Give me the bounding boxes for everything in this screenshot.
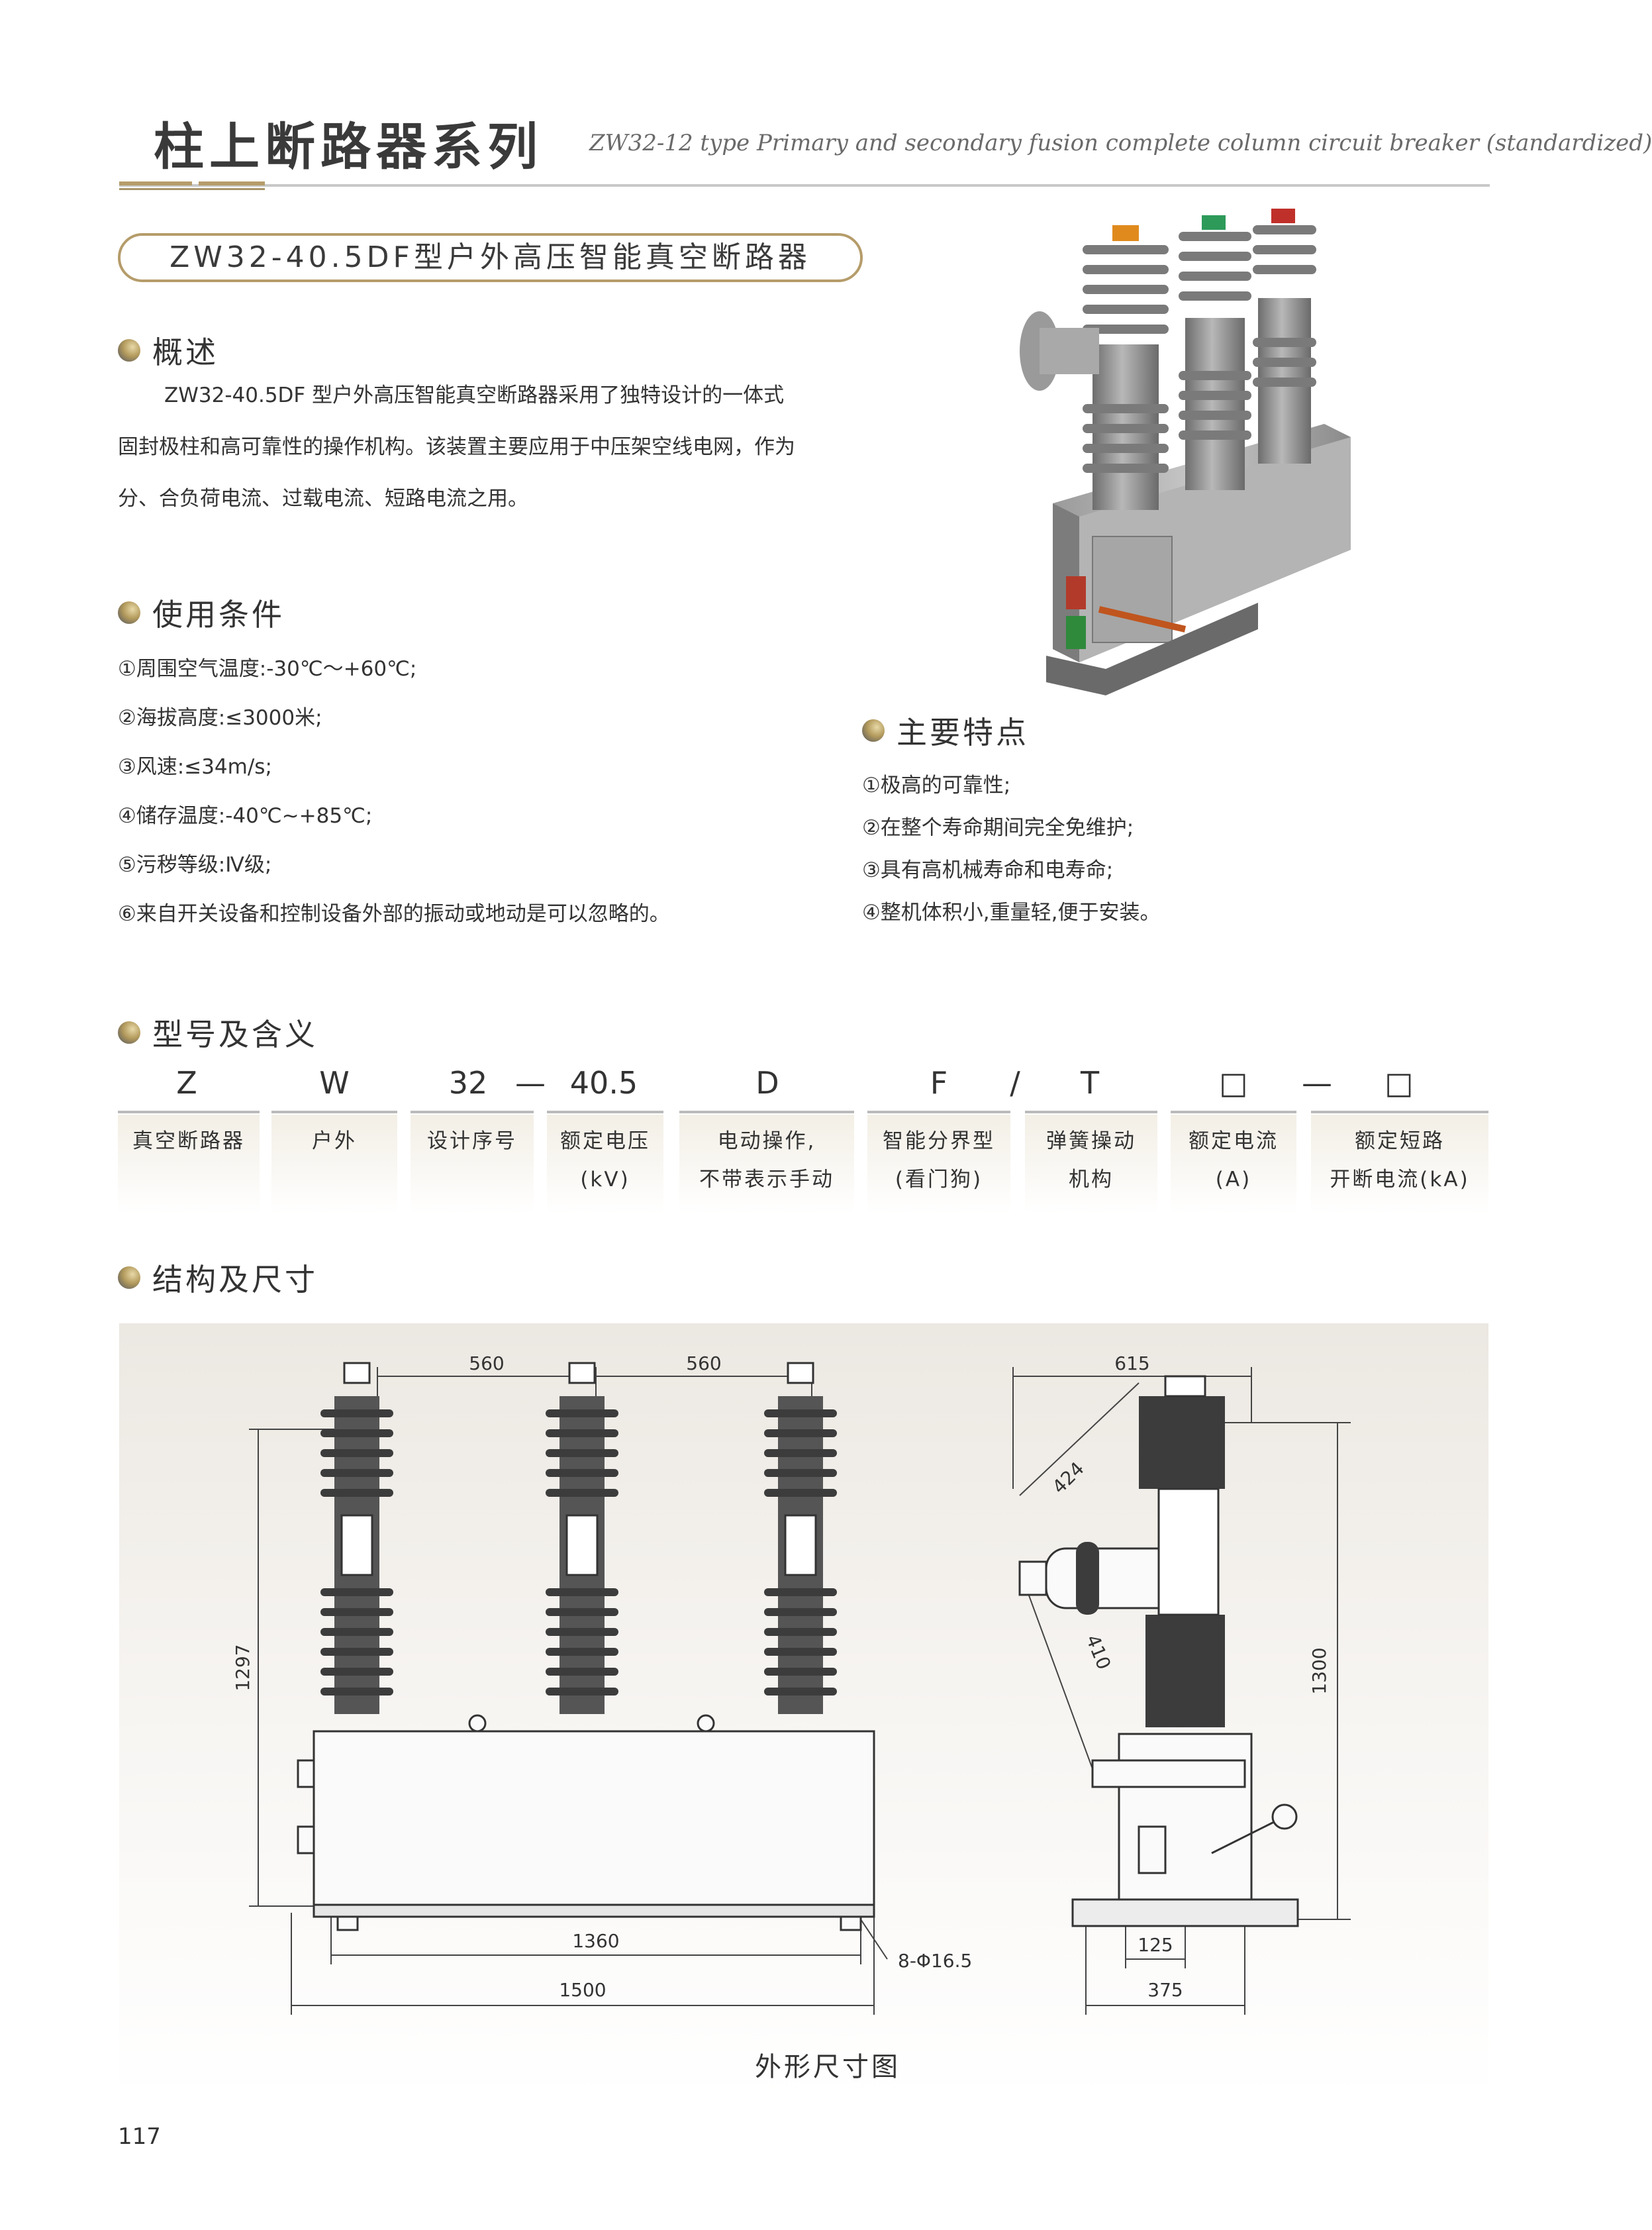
model-meaning: 设计序号	[427, 1129, 517, 1153]
model-segment-line	[679, 1111, 854, 1113]
model-meaning: 户外	[312, 1129, 357, 1153]
overview-line-3: 分、合负荷电流、过载电流、短路电流之用。	[118, 487, 528, 511]
series-title: 柱上断路器系列	[154, 117, 543, 176]
model-segment-line	[547, 1111, 663, 1113]
header-accent	[199, 181, 265, 185]
model-code-char: □	[1219, 1065, 1248, 1101]
model-meaning: 额定短路开断电流(kA)	[1330, 1129, 1470, 1191]
product-photo	[1020, 209, 1351, 695]
model-segment-panel	[1025, 1115, 1157, 1214]
section-bullet-icon	[118, 339, 140, 362]
features-heading: 主要特点	[862, 709, 1029, 752]
condition-item: ⑥来自开关设备和控制设备外部的振动或地动是可以忽略的。	[118, 902, 670, 926]
model-code-char: 32	[448, 1065, 488, 1101]
structure-heading: 结构及尺寸	[118, 1256, 318, 1299]
header-divider	[119, 184, 1490, 187]
model-meaning: 额定电压(kV)	[560, 1129, 650, 1191]
model-code-char: —	[515, 1065, 546, 1101]
model-meaning: 弹簧操动机构	[1046, 1129, 1136, 1191]
section-bullet-icon	[862, 719, 885, 742]
model-code-char: /	[1010, 1065, 1020, 1101]
model-segment-line	[411, 1111, 534, 1113]
dim-125: 125	[1138, 1934, 1173, 1956]
overview-line-1: ZW32-40.5DF 型户外高压智能真空断路器采用了独特设计的一体式	[164, 383, 785, 407]
structure-heading-label: 结构及尺寸	[152, 1262, 318, 1297]
model-segment-panel	[547, 1115, 663, 1214]
overview-heading: 概述	[118, 329, 219, 372]
product-title-frame	[118, 233, 863, 282]
model-segment-panel	[1311, 1115, 1488, 1214]
model-code-char: □	[1385, 1065, 1414, 1101]
feature-item: ①极高的可靠性;	[862, 774, 1011, 797]
feature-item: ④整机体积小,重量轻,便于安装。	[862, 901, 1161, 925]
overview-line-2: 固封极柱和高可靠性的操作机构。该装置主要应用于中压架空线电网，作为	[118, 435, 795, 459]
model-segment-panel	[867, 1115, 1010, 1214]
model-segment-line	[1025, 1111, 1157, 1113]
section-bullet-icon	[118, 1021, 140, 1044]
condition-item: ①周围空气温度:-30℃～+60℃;	[118, 657, 417, 681]
dim-375: 375	[1147, 1979, 1183, 2001]
header-accent	[119, 188, 265, 190]
section-bullet-icon	[118, 601, 140, 624]
model-code-char: D	[755, 1065, 779, 1101]
model-heading: 型号及含义	[118, 1011, 318, 1054]
dim-1297: 1297	[232, 1644, 254, 1691]
model-segment-line	[118, 1111, 260, 1113]
model-meaning: 额定电流(A)	[1189, 1129, 1279, 1191]
dim-615: 615	[1114, 1352, 1149, 1374]
condition-item: ②海拔高度:≤3000米;	[118, 706, 322, 730]
model-segment-panel	[679, 1115, 854, 1214]
dim-410: 410	[1081, 1631, 1115, 1672]
dim-1300: 1300	[1308, 1647, 1330, 1694]
model-segment-panel	[271, 1115, 397, 1214]
model-meaning: 电动操作,不带表示手动	[699, 1129, 834, 1191]
condition-item: ③风速:≤34m/s;	[118, 755, 272, 779]
model-code-char: T	[1080, 1065, 1100, 1101]
model-segment-line	[867, 1111, 1010, 1113]
dim-560-left: 560	[469, 1352, 504, 1374]
model-segment-line	[1311, 1111, 1488, 1113]
dim-1500: 1500	[559, 1979, 606, 2001]
model-segment-panel	[1171, 1115, 1296, 1214]
condition-item: ④储存温度:-40℃~+85℃;	[118, 804, 373, 828]
overview-heading-label: 概述	[152, 334, 219, 370]
header-accent	[119, 181, 192, 185]
model-segment-line	[271, 1111, 397, 1113]
section-bullet-icon	[118, 1266, 140, 1289]
dimension-drawing: 560 560 1297 1360 1500 8-Φ16.5 615 424 4…	[232, 1352, 1351, 2015]
model-code-char: Z	[176, 1065, 197, 1101]
conditions-heading: 使用条件	[118, 591, 285, 634]
model-segment-panel	[118, 1115, 260, 1214]
dim-560-right: 560	[686, 1352, 721, 1374]
product-title: ZW32-40.5DF型户外高压智能真空断路器	[170, 240, 811, 274]
model-segment-line	[1171, 1111, 1296, 1113]
conditions-heading-label: 使用条件	[152, 597, 285, 633]
features-heading-label: 主要特点	[897, 715, 1029, 750]
model-meaning: 真空断路器	[132, 1129, 245, 1153]
model-meaning: 智能分界型(看门狗)	[883, 1129, 995, 1191]
model-heading-label: 型号及含义	[152, 1017, 318, 1052]
page-number: 117	[118, 2123, 161, 2150]
dim-1360: 1360	[572, 1930, 619, 1952]
dim-holes: 8-Φ16.5	[898, 1950, 972, 1972]
condition-item: ⑤污秽等级:Ⅳ级;	[118, 853, 272, 877]
drawing-caption: 外形尺寸图	[755, 2052, 900, 2082]
model-segment-panel	[411, 1115, 534, 1214]
model-code-char: 40.5	[569, 1065, 638, 1101]
model-code-char: W	[319, 1065, 350, 1101]
feature-item: ②在整个寿命期间完全免维护;	[862, 816, 1134, 840]
series-subtitle: ZW32-12 type Primary and secondary fusio…	[589, 130, 1652, 156]
model-code-char: —	[1302, 1065, 1332, 1101]
model-code-char: F	[930, 1065, 948, 1101]
feature-item: ③具有高机械寿命和电寿命;	[862, 858, 1114, 882]
